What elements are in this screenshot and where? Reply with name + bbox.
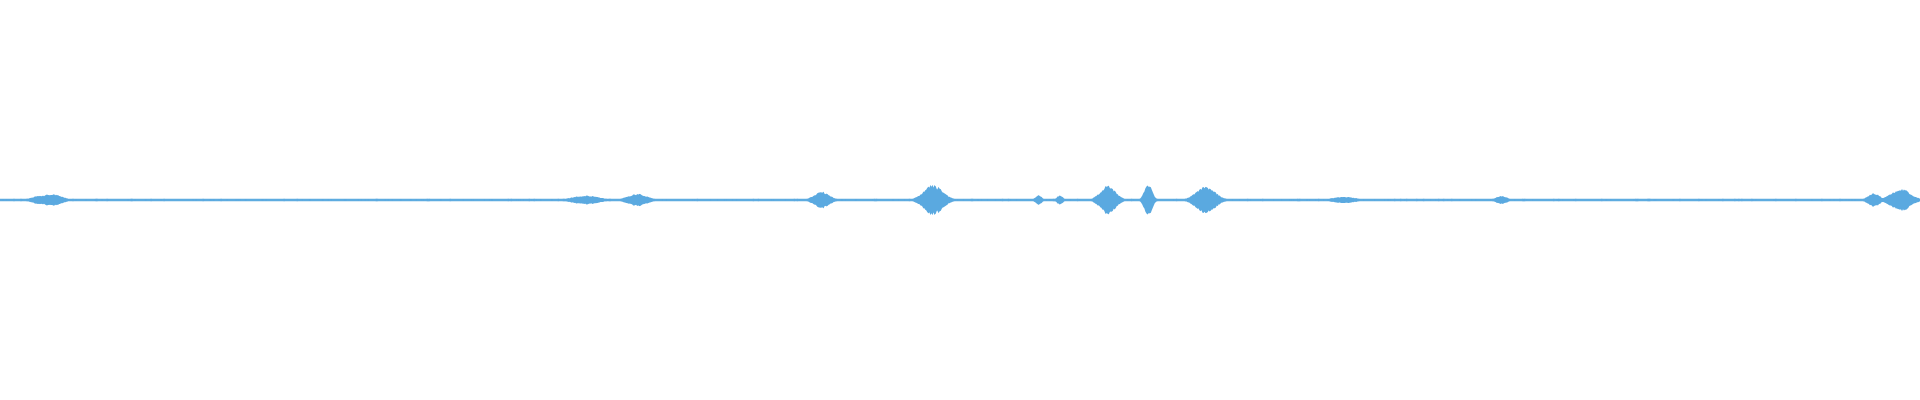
waveform-path (0, 184, 1920, 216)
